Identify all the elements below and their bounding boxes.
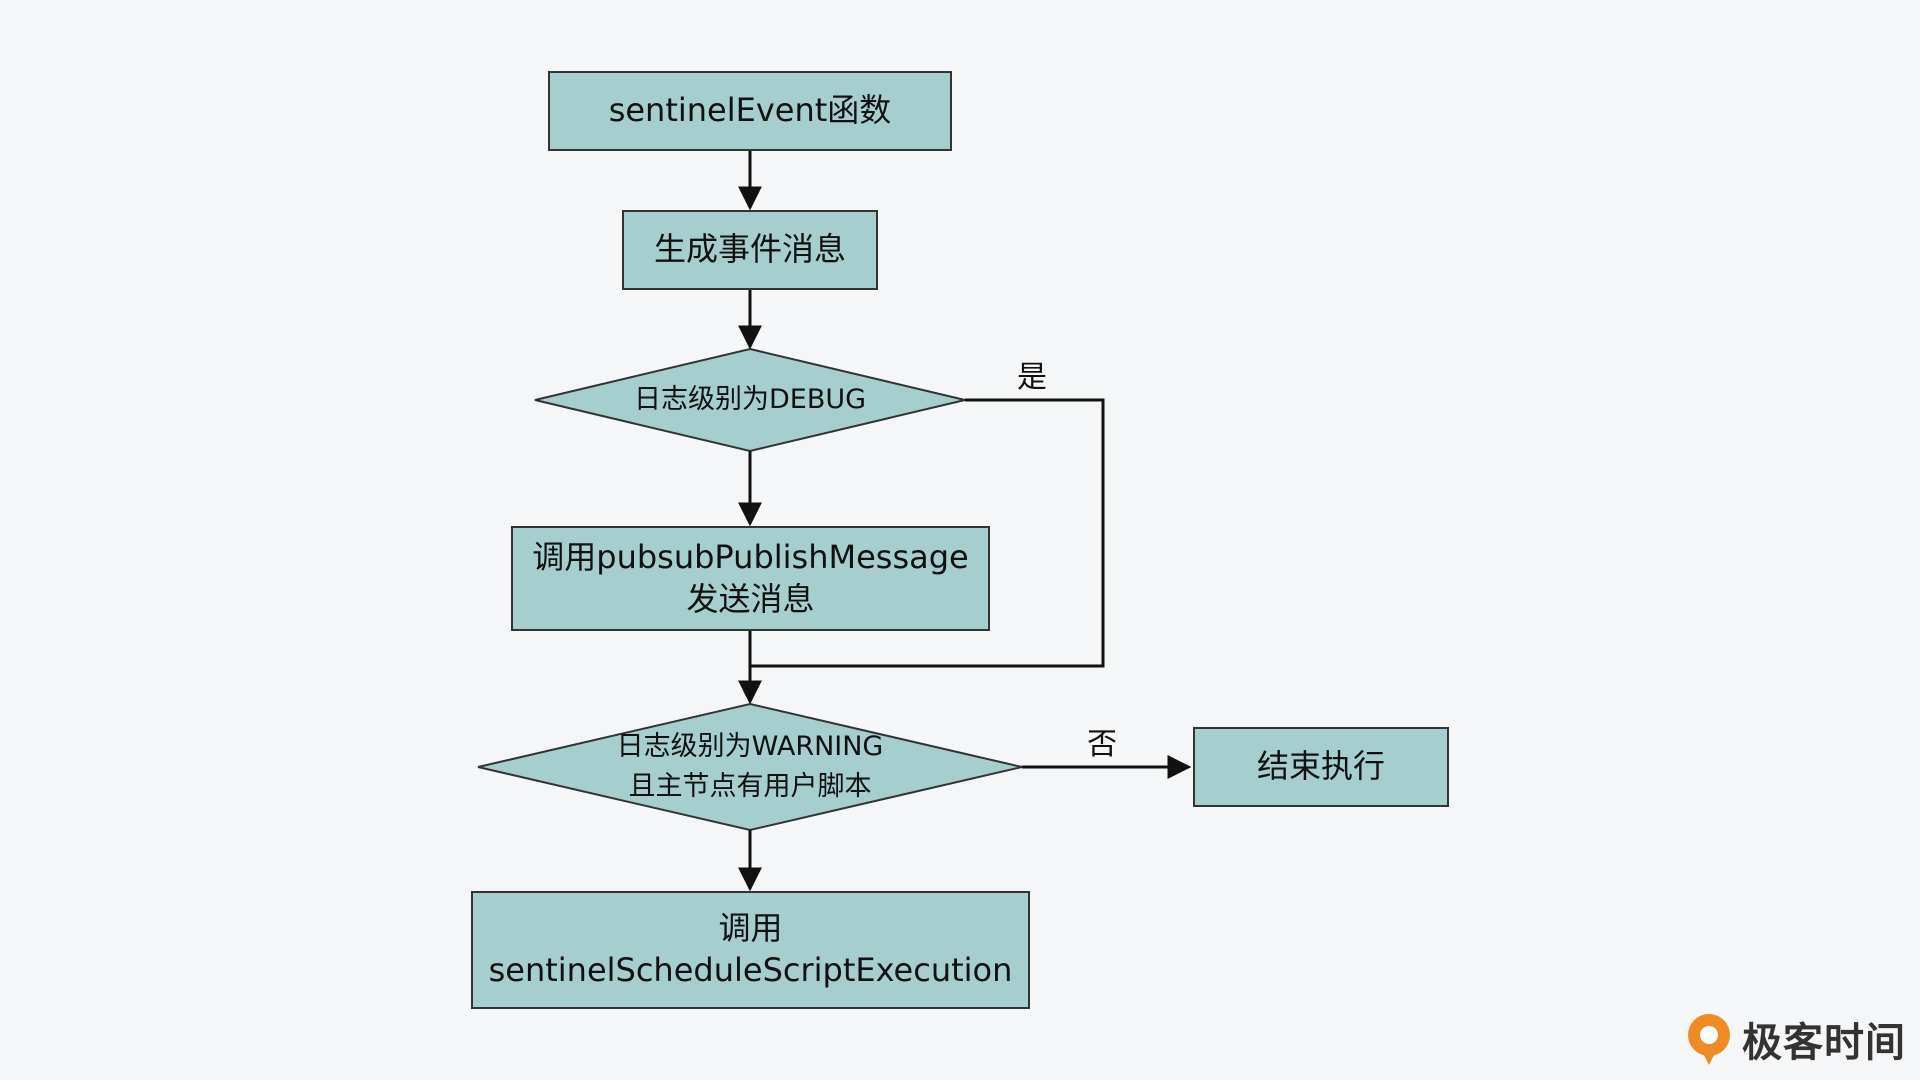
edge-label-no: 否 (1087, 727, 1117, 762)
node-debug-check: 日志级别为DEBUG (535, 349, 965, 451)
node-publish-line-2: 发送消息 (686, 579, 815, 618)
node-warning-line-2: 且主节点有用户脚本 (628, 771, 872, 802)
node-generate-message-label: 生成事件消息 (653, 230, 846, 269)
node-generate-message: 生成事件消息 (622, 210, 878, 290)
node-schedule-line-1: 调用 (718, 909, 783, 948)
node-warning-line-1: 日志级别为WARNING (616, 730, 884, 762)
geektime-logo-icon (1688, 1014, 1730, 1065)
node-debug-check-label: 日志级别为DEBUG (633, 383, 867, 415)
node-warning-check: 日志级别为WARNING 且主节点有用户脚本 (478, 704, 1022, 830)
node-schedule-script: 调用 sentinelScheduleScriptExecution (471, 891, 1030, 1009)
edge-debug-yes-bypass (750, 398, 1105, 668)
node-end-execution: 结束执行 (1193, 727, 1449, 807)
brand-name: 极客时间 (1742, 1020, 1906, 1066)
node-publish-message: 调用pubsubPublishMessage 发送消息 (511, 526, 990, 631)
brand-watermark: 极客时间 (1684, 1010, 1906, 1068)
node-publish-line-1: 调用pubsubPublishMessage (532, 537, 969, 576)
node-sentinel-event: sentinelEvent函数 (548, 71, 952, 151)
node-end-execution-label: 结束执行 (1256, 747, 1385, 786)
node-sentinel-event-label: sentinelEvent函数 (608, 91, 892, 130)
node-schedule-line-2: sentinelScheduleScriptExecution (488, 951, 1013, 989)
edge-label-yes: 是 (1017, 360, 1047, 395)
